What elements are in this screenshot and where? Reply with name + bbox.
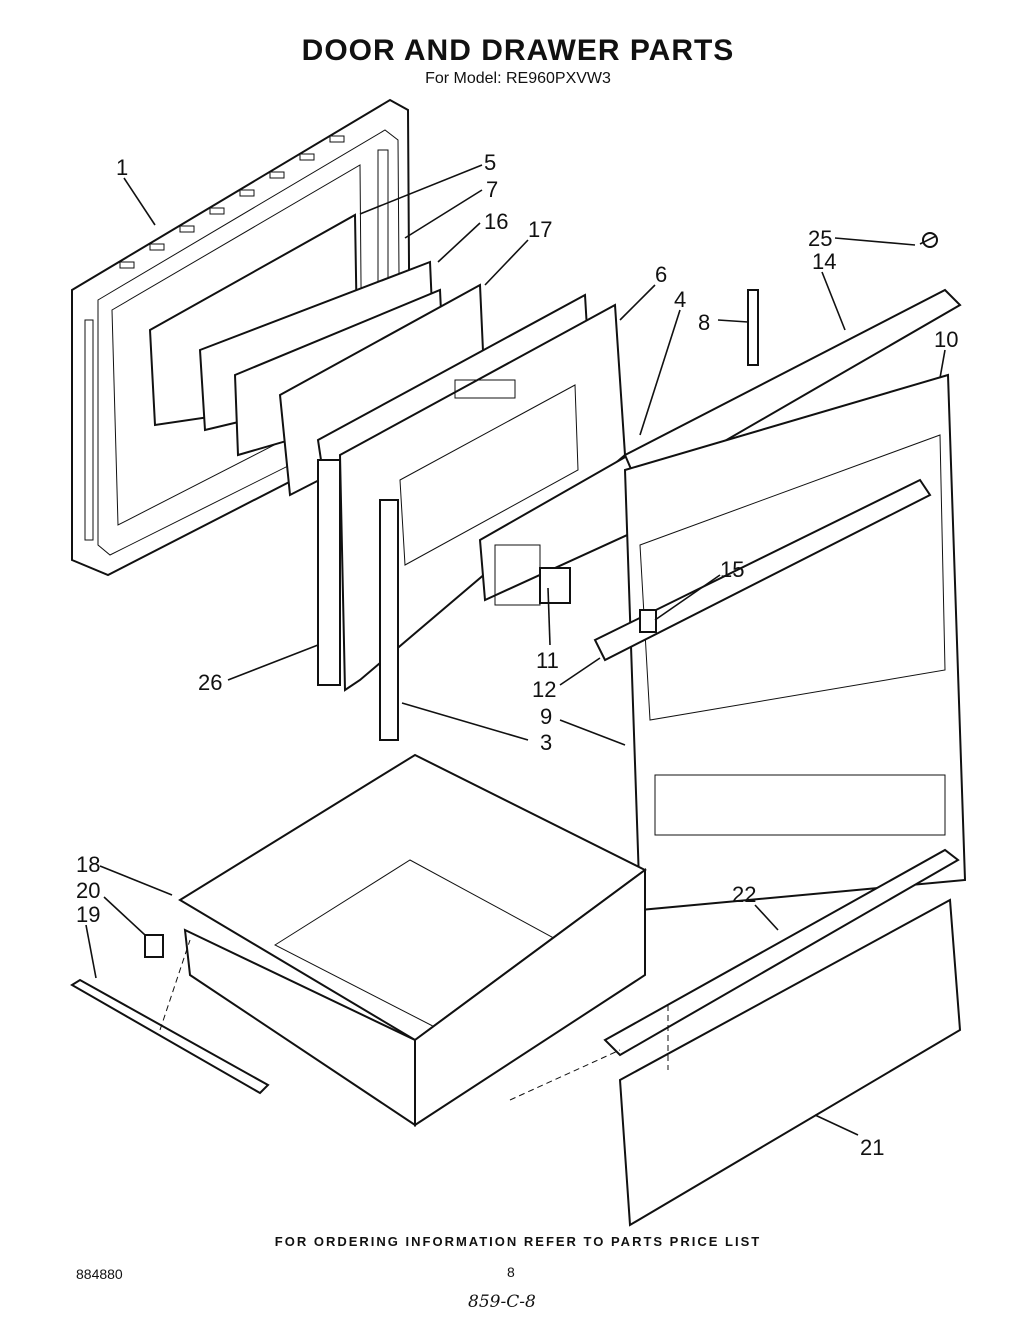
callout-10: 10	[934, 327, 958, 352]
callout-11: 11	[536, 648, 559, 673]
callout-17: 17	[528, 217, 552, 242]
callout-20: 20	[76, 878, 100, 903]
handwritten-code: 859-C-8	[468, 1292, 536, 1312]
insulation-strip	[317, 459, 341, 686]
callout-19: 19	[76, 902, 100, 927]
storage-drawer	[178, 753, 647, 1127]
model-subtitle: For Model: RE960PXVW3	[425, 70, 611, 87]
callout-12: 12	[532, 677, 556, 702]
callout-9: 9	[540, 704, 552, 729]
document-number: 884880	[76, 1266, 123, 1282]
callout-18: 18	[76, 852, 100, 877]
screw	[919, 232, 938, 248]
door-hinge	[747, 289, 759, 366]
ordering-note: FOR ORDERING INFORMATION REFER TO PARTS …	[274, 1234, 762, 1249]
callout-26: 26	[198, 670, 222, 695]
callout-22: 22	[732, 882, 756, 907]
door-gasket-strip	[379, 499, 399, 741]
page-number: 8	[507, 1264, 515, 1280]
callout-1: 1	[116, 155, 128, 180]
drawer-front-bracket	[603, 848, 960, 1057]
callout-16: 16	[484, 209, 508, 234]
assembly-line	[509, 1049, 621, 1101]
callout-15: 15	[720, 557, 744, 582]
callout-7: 7	[486, 177, 498, 202]
drawer-clip	[144, 934, 164, 958]
callout-5: 5	[484, 150, 496, 175]
callout-3: 3	[540, 730, 552, 755]
leader-lines	[85, 164, 946, 1136]
callout-4: 4	[674, 287, 686, 312]
callout-25: 25	[808, 226, 832, 251]
assembly-line	[159, 939, 191, 1031]
page-title: DOOR AND DRAWER PARTS	[301, 34, 735, 67]
outer-door-panel	[623, 373, 967, 912]
callout-6: 6	[655, 262, 667, 287]
door-trim-piece	[539, 567, 571, 604]
drawer-front-panel	[618, 898, 962, 1227]
callout-14: 14	[812, 249, 836, 274]
handle-bracket	[639, 609, 657, 633]
callout-8: 8	[698, 310, 710, 335]
door-handle	[593, 478, 932, 662]
callout-21: 21	[860, 1135, 884, 1160]
drawer-rail	[70, 978, 270, 1095]
